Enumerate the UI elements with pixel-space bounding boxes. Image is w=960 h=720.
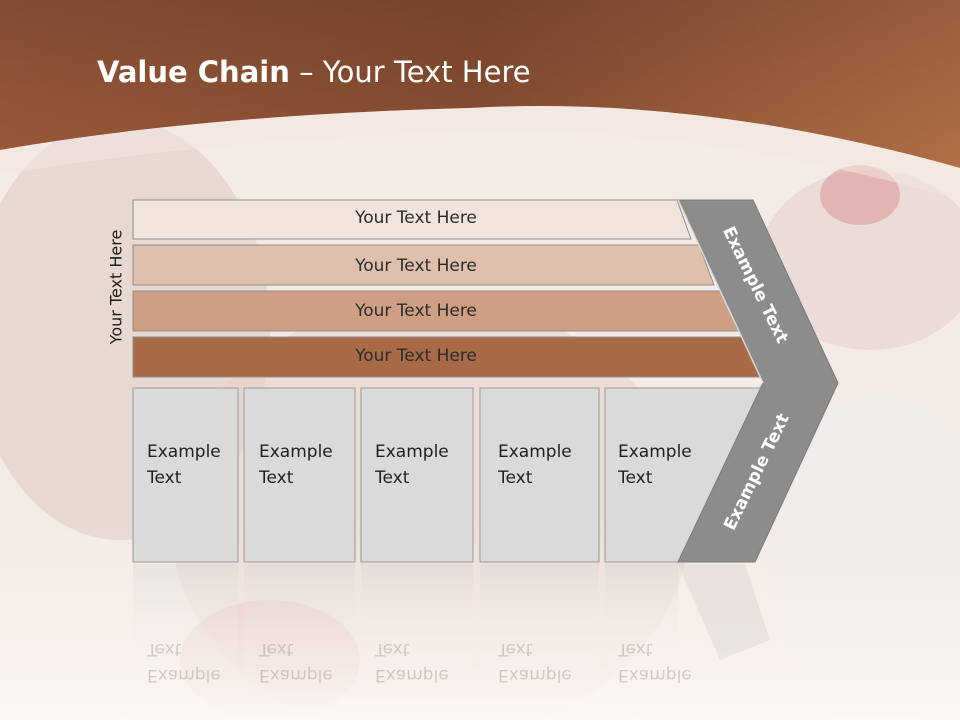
box-4 — [479, 387, 600, 563]
slide-title: Value Chain – Your Text Here — [97, 55, 531, 89]
bar-2-label: Your Text Here — [355, 256, 477, 276]
box-3 — [360, 387, 474, 563]
bar-1-label: Your Text Here — [355, 208, 477, 228]
bar-3 — [132, 290, 739, 332]
bar-2 — [132, 244, 715, 286]
box-1 — [132, 387, 239, 563]
bar-3-label: Your Text Here — [355, 301, 477, 321]
bar-4-label: Your Text Here — [355, 346, 477, 366]
box-2 — [243, 387, 356, 563]
bar-1 — [132, 199, 692, 240]
